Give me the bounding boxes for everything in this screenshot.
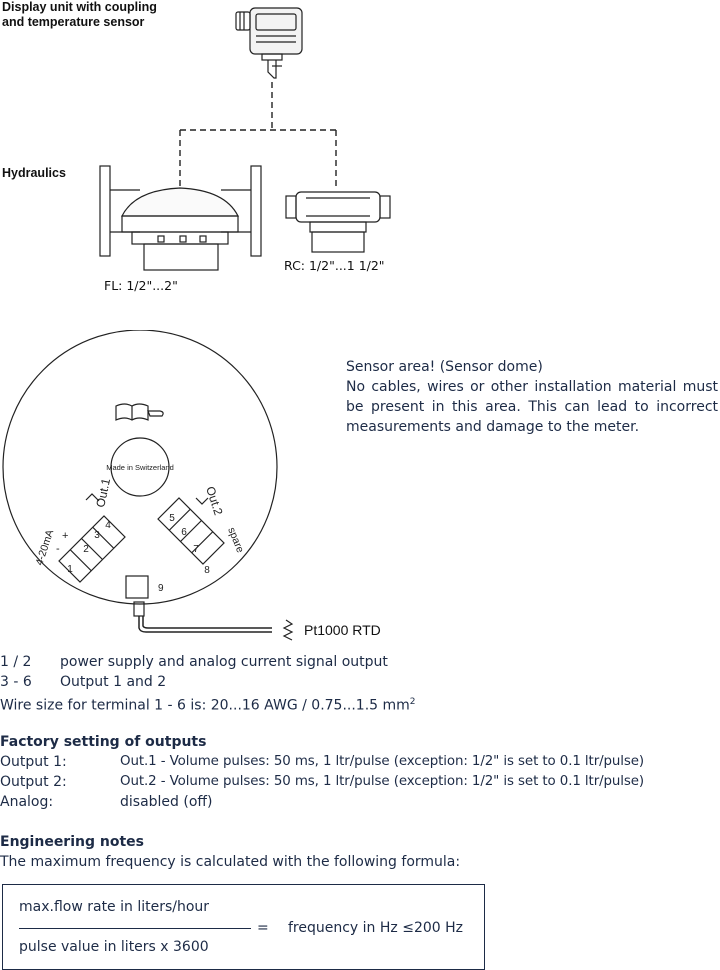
rc-label: RC: 1/2"...1 1/2" (284, 258, 385, 273)
terminal-row1-key: 1 / 2 (0, 654, 32, 670)
display-unit-label-line1: Display unit with coupling (2, 0, 157, 14)
hand-pointer-icon (147, 410, 164, 417)
sensor-note-line1: No cables, wires or other installation m… (346, 379, 718, 395)
factory-row-key: Output 1: (0, 754, 67, 770)
made-in-seal (110, 437, 170, 497)
factory-row-key: Analog: (0, 794, 54, 810)
formula-result: frequency in Hz ≤200 Hz (288, 920, 463, 936)
sensor-note-line3: measurements and damage to the meter. (346, 419, 640, 435)
terminal-block-right (157, 497, 225, 565)
circuit-board-diagram: Made in Switzerland Out.1 Out.2 4-20mA -… (2, 330, 294, 641)
rtd-label: Pt1000 RTD (304, 622, 381, 638)
display-unit-label: Display unit with coupling and temperatu… (2, 0, 157, 30)
fl-meter-icon (99, 165, 262, 271)
sensor-cable (179, 82, 337, 190)
plus-label: + (62, 530, 68, 542)
terminal-9-box (125, 575, 149, 599)
hydraulics-diagram (99, 7, 391, 271)
terminal-1-label: 1 (67, 564, 73, 575)
factory-row-value: disabled (off) (120, 794, 213, 810)
made-in-text: Made in Switzerland (106, 463, 174, 472)
out1-switch-icon (85, 493, 100, 502)
spare-label: spare (225, 526, 246, 555)
factory-settings: Output 1: Out.1 - Volume pulses: 50 ms, … (0, 752, 718, 812)
factory-row-key: Output 2: (0, 774, 67, 790)
wire-size-superscript: 2 (409, 697, 416, 707)
formula-denominator: pulse value in liters x 3600 (19, 939, 209, 955)
terminal-7-label: 7 (193, 544, 199, 555)
terminal-6-label: 6 (181, 527, 187, 538)
out2-label: Out.2 (203, 485, 225, 518)
terminal-3-label: 3 (94, 530, 100, 541)
sensor-area-note: Sensor area! (Sensor dome) No cables, wi… (346, 357, 718, 437)
terminal-row2-value: Output 1 and 2 (60, 674, 167, 690)
wire-size-value: Wire size for terminal 1 - 6 is: 20...16… (0, 697, 410, 714)
factory-heading: Factory setting of outputs (0, 734, 207, 750)
terminal-9-label: 9 (158, 583, 164, 594)
rc-meter-icon (285, 191, 391, 253)
engineering-intro: The maximum frequency is calculated with… (0, 854, 461, 870)
manual-icon (115, 403, 149, 421)
terminal-8-label: 8 (204, 565, 210, 576)
terminal-row2-key: 3 - 6 (0, 674, 32, 690)
sensor-note-line2: be present in this area. This can lead t… (346, 399, 718, 415)
terminal-5-label: 5 (169, 513, 175, 524)
minus-label: - (56, 543, 60, 555)
current-label: 4-20mA (33, 528, 56, 567)
formula-equals: = (257, 920, 269, 936)
sensor-board-outline (2, 330, 278, 605)
terminal-description: 1 / 2 power supply and analog current si… (0, 652, 715, 716)
terminal-4-label: 4 (105, 520, 111, 531)
formula-numerator: max.flow rate in liters/hour (19, 899, 210, 915)
display-unit-icon (235, 7, 303, 79)
rtd-cable (138, 616, 272, 633)
sensor-note-title: Sensor area! (Sensor dome) (346, 359, 543, 375)
out2-switch-icon (195, 497, 209, 505)
terminal-block-left (58, 515, 126, 583)
fraction-bar (19, 928, 251, 929)
factory-row-value: Out.2 - Volume pulses: 50 ms, 1 ltr/puls… (120, 774, 645, 789)
factory-row-value: Out.1 - Volume pulses: 50 ms, 1 ltr/puls… (120, 754, 645, 769)
terminal-2-label: 2 (83, 544, 89, 555)
terminal-row1-value: power supply and analog current signal o… (60, 654, 388, 670)
hydraulics-label: Hydraulics (2, 166, 66, 180)
out1-label: Out.1 (93, 477, 113, 509)
formula-box: max.flow rate in liters/hour pulse value… (2, 884, 485, 970)
display-unit-label-line2: and temperature sensor (2, 15, 145, 29)
engineering-heading: Engineering notes (0, 834, 144, 850)
fl-label: FL: 1/2"...2" (104, 278, 178, 293)
wire-size-text: Wire size for terminal 1 - 6 is: 20...16… (0, 692, 715, 716)
rtd-sensor-icon (282, 619, 294, 641)
